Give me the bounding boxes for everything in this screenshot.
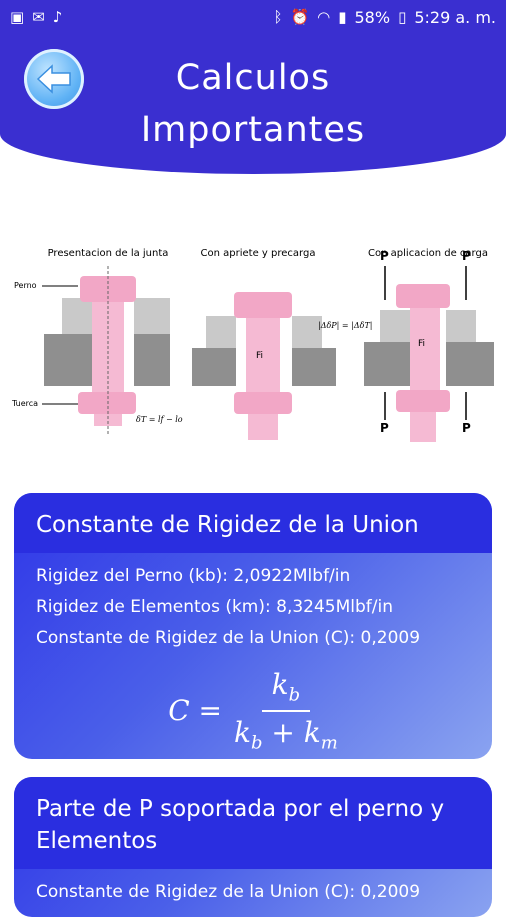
p-bottom-left: P xyxy=(380,421,389,435)
rigidez-card: Constante de Rigidez de la Union Rigidez… xyxy=(14,493,492,759)
panel-1: δT = lf − lo xyxy=(44,266,183,436)
card-body: Constante de Rigidez de la Union (C): 0,… xyxy=(14,869,492,916)
p-top-left: P xyxy=(380,249,389,263)
tuerca-label: Tuerca xyxy=(11,399,38,408)
diagram-label-2: Con apriete y precarga xyxy=(201,248,316,259)
formula-c: C = kb kb + km xyxy=(168,668,338,754)
card-title: Constante de Rigidez de la Union xyxy=(14,493,492,553)
constante-rigidez-line: Constante de Rigidez de la Union (C): 0,… xyxy=(36,882,421,902)
diagram-label-1: Presentacion de la junta xyxy=(48,248,169,259)
svg-text:δT = lf − lo: δT = lf − lo xyxy=(136,415,183,424)
parte-p-card: Parte de P soportada por el perno y Elem… xyxy=(14,777,492,917)
page-title: Calculos Importantes xyxy=(140,58,366,150)
constante-rigidez-line: Constante de Rigidez de la Union (C): 0,… xyxy=(36,628,421,648)
signal-icon: ▮ xyxy=(338,7,347,26)
rigidez-perno-line: Rigidez del Perno (kb): 2,0922Mlbf/in xyxy=(36,566,351,586)
battery-level: 58% xyxy=(354,7,391,27)
image-icon: ▣ xyxy=(10,7,25,26)
wifi-icon: ◠ xyxy=(317,7,331,26)
card-title: Parte de P soportada por el perno y Elem… xyxy=(14,777,492,869)
status-bar: ▣ ✉ ♪ ᛒ ⏰ ◠ ▮ 58% ▯ 5:29 a. m. xyxy=(0,0,506,34)
card-body: Rigidez del Perno (kb): 2,0922Mlbf/in Ri… xyxy=(14,553,492,759)
p-bottom-right: P xyxy=(462,421,471,435)
fi-label-2: Fi xyxy=(418,339,425,349)
status-left: ▣ ✉ ♪ xyxy=(10,7,63,26)
diagram-label-3: Con aplicacion de carga xyxy=(368,248,488,259)
bolt-joint-diagram: Presentacion de la junta Con apriete y p… xyxy=(11,248,494,442)
back-button[interactable] xyxy=(24,49,84,109)
panel-3: Fi P P P P xyxy=(364,249,494,442)
rigidez-elementos-line: Rigidez de Elementos (km): 8,3245Mlbf/in xyxy=(36,597,393,617)
clock: 5:29 a. m. xyxy=(414,7,496,27)
panel-2: Fi |ΔδP| = |ΔδT| xyxy=(192,292,372,440)
fi-label-1: Fi xyxy=(256,351,263,361)
music-icon: ♪ xyxy=(52,7,63,26)
svg-text:|ΔδP| = |ΔδT|: |ΔδP| = |ΔδT| xyxy=(318,321,372,330)
p-top-right: P xyxy=(462,249,471,263)
app-header: Calculos Importantes xyxy=(0,34,506,174)
mail-icon: ✉ xyxy=(32,7,45,26)
status-right: ᛒ ⏰ ◠ ▮ 58% ▯ 5:29 a. m. xyxy=(273,8,496,27)
perno-label: Perno xyxy=(14,281,37,290)
bluetooth-icon: ᛒ xyxy=(273,7,283,26)
back-arrow-icon xyxy=(36,64,71,94)
alarm-icon: ⏰ xyxy=(290,7,310,26)
battery-icon: ▯ xyxy=(398,7,407,26)
